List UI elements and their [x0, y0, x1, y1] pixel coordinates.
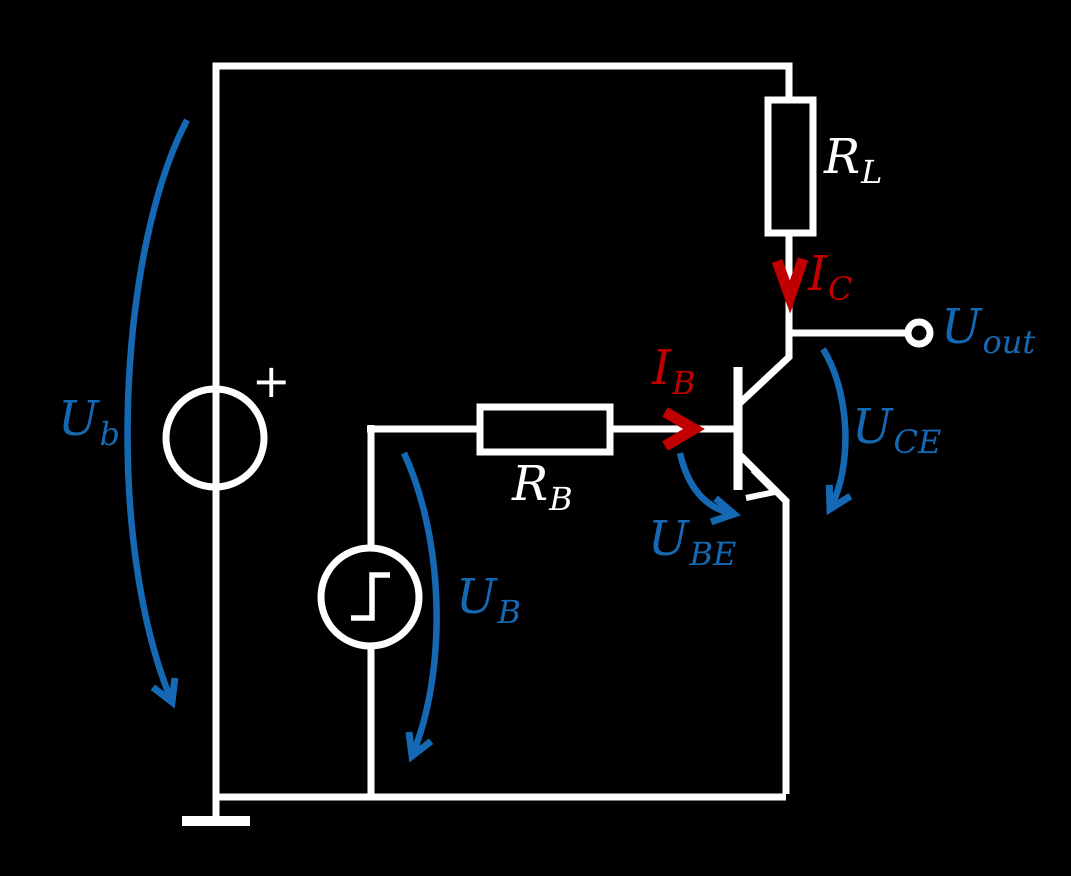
input-voltage-arc-arrow	[401, 451, 440, 763]
label-output-voltage: Uout	[941, 299, 1036, 362]
supply-polarity-label: +	[252, 354, 291, 408]
transistor-emitter-arrowhead-icon	[745, 467, 782, 501]
input-source-icon	[317, 544, 423, 650]
collector-current-arrow-icon	[771, 257, 809, 314]
label-input-voltage: UB	[456, 569, 521, 632]
label-load-resistor: RL	[824, 129, 883, 192]
label-base-resistor: RB	[512, 456, 573, 519]
collector-emitter-voltage-arc-arrow	[820, 347, 853, 516]
resistor-rb-body	[476, 403, 614, 456]
label-base-emitter-voltage: UBE	[648, 511, 737, 574]
wire-collector	[737, 232, 793, 406]
label-supply-voltage: Ub	[58, 391, 120, 454]
resistor-rl-body	[764, 96, 817, 237]
base-emitter-voltage-arc-arrow	[676, 452, 741, 526]
step-waveform-icon	[351, 572, 390, 621]
supply-source-icon	[162, 385, 268, 491]
label-collector-current: IC	[808, 246, 853, 309]
label-collector-emitter-voltage: UCE	[852, 399, 942, 462]
wire-supply-loop	[212, 62, 793, 820]
base-current-arrow-icon	[662, 407, 705, 451]
wire-emitter	[737, 452, 790, 794]
output-terminal-icon	[904, 318, 934, 348]
label-base-current: IB	[652, 340, 696, 403]
supply-voltage-arc-arrow	[124, 118, 190, 709]
